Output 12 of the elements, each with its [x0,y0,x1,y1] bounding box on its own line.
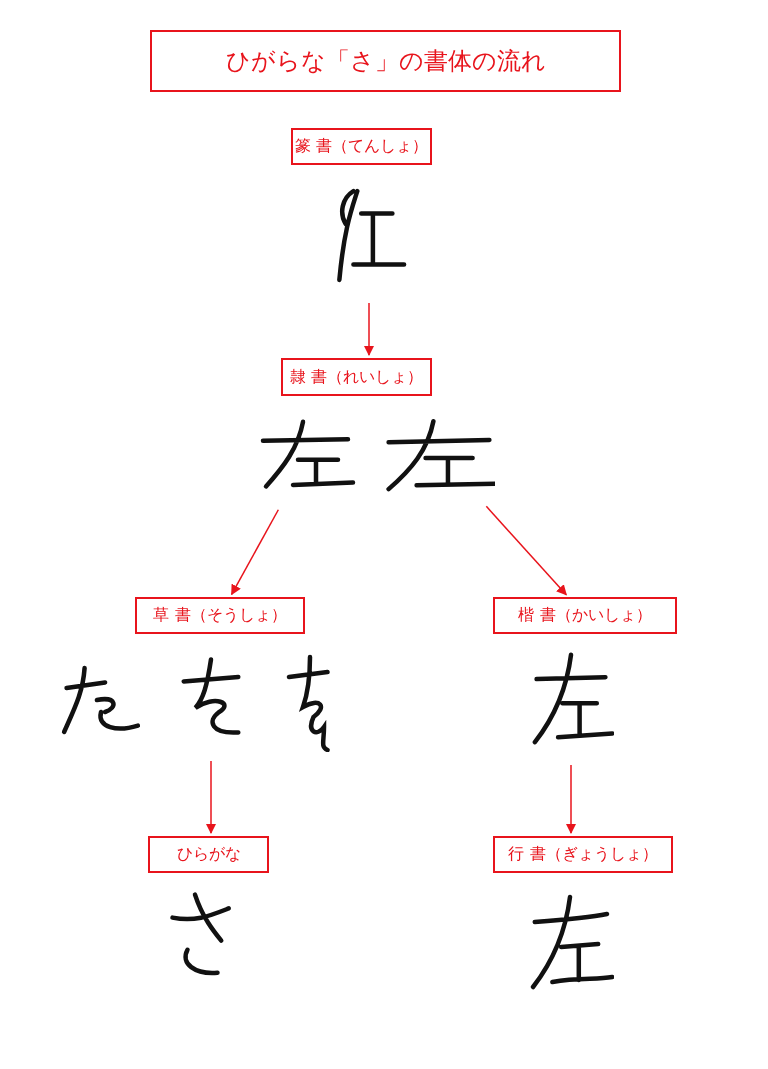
arrow [363,302,375,357]
label-box: 隷 書（れいしょ） [281,358,432,396]
arrow [485,505,567,596]
label-box: 行 書（ぎょうしょ） [493,836,673,873]
label-box: 篆 書（てんしょ） [291,128,432,165]
label-box: ひらがな [148,836,269,873]
arrow [205,760,217,835]
label-box: 草 書（そうしょ） [135,597,305,634]
arrow [565,764,577,835]
arrow [230,509,280,596]
title-box: ひがらな「さ」の書体の流れ [150,30,621,92]
label-box: 楷 書（かいしょ） [493,597,677,634]
